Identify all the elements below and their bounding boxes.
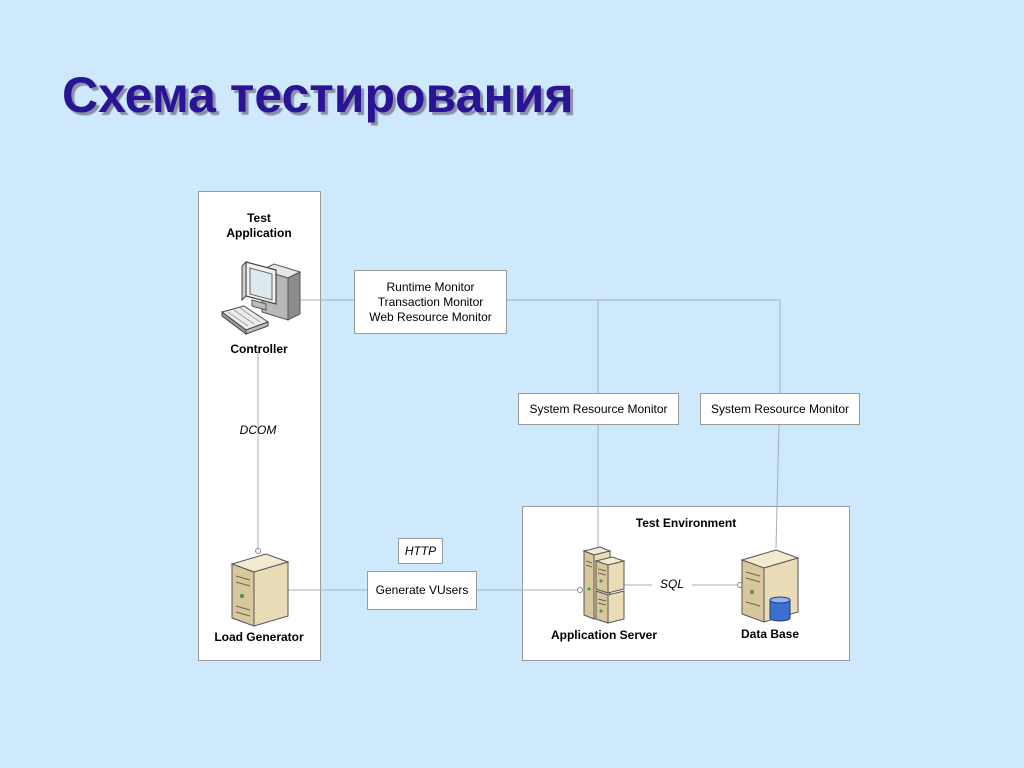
system-resource-monitor-1: System Resource Monitor xyxy=(518,393,679,425)
web-resource-monitor-label: Web Resource Monitor xyxy=(369,309,492,324)
http-port xyxy=(577,587,583,593)
dcom-port xyxy=(255,548,261,554)
http-label: HTTP xyxy=(398,538,443,564)
monitors-box: Runtime Monitor Transaction Monitor Web … xyxy=(354,270,507,334)
computer-icon xyxy=(220,260,302,335)
test-environment-heading: Test Environment xyxy=(635,516,737,530)
http-label-text: HTTP xyxy=(404,543,437,558)
application-server-icon xyxy=(582,546,626,624)
dcom-label: DCOM xyxy=(239,423,277,437)
test-application-heading-line1: Test xyxy=(247,211,271,225)
system-resource-monitor-2: System Resource Monitor xyxy=(700,393,860,425)
controller-label: Controller xyxy=(230,342,288,356)
database-label: Data Base xyxy=(740,627,800,641)
server-icon xyxy=(230,553,290,627)
generate-vusers-box: Generate VUsers xyxy=(367,571,477,610)
sql-label: SQL xyxy=(652,577,692,592)
slide-title: Схема тестирования xyxy=(62,67,574,123)
database-server-icon xyxy=(740,549,800,623)
test-application-heading-line2: Application xyxy=(226,226,292,240)
transaction-monitor-label: Transaction Monitor xyxy=(377,294,484,309)
application-server-label: Application Server xyxy=(550,628,658,642)
runtime-monitor-label: Runtime Monitor xyxy=(386,279,475,294)
test-application-heading: Test Application xyxy=(200,211,318,241)
database-monitor-line xyxy=(775,423,780,549)
load-generator-label: Load Generator xyxy=(214,630,304,644)
